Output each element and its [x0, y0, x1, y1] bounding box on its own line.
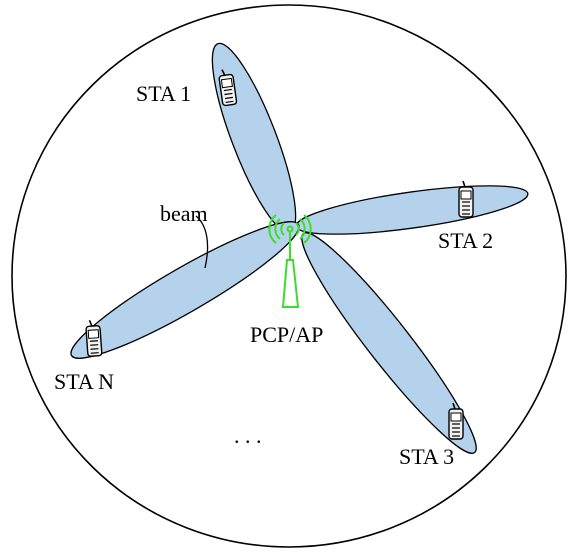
coverage-area	[11, 4, 567, 548]
beam-pointer-line	[195, 215, 209, 269]
label-sta3: STA 3	[399, 444, 454, 469]
label-more-stations: . . .	[234, 423, 262, 448]
station-3-icon	[448, 402, 464, 440]
label-sta1: STA 1	[136, 81, 191, 106]
label-staN: STA N	[54, 369, 114, 394]
access-point-antenna-icon	[268, 214, 312, 308]
label-access-point: PCP/AP	[250, 322, 323, 347]
station-2-icon	[458, 180, 474, 218]
label-sta2: STA 2	[438, 228, 493, 253]
label-beam: beam	[160, 201, 208, 226]
